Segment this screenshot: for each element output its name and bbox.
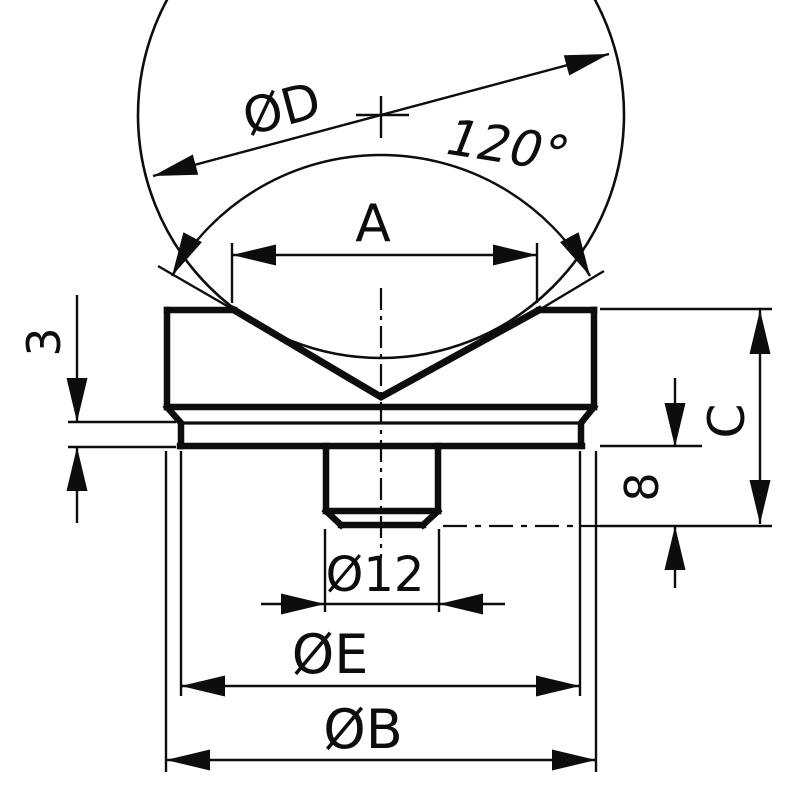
dim-stud-diameter: Ø12 bbox=[261, 529, 505, 615]
arrowhead bbox=[166, 749, 210, 771]
label-stud-length: 8 bbox=[615, 472, 669, 501]
arrowhead bbox=[66, 447, 88, 491]
chamfer-right bbox=[577, 402, 599, 450]
arrowhead bbox=[66, 378, 88, 422]
flank-extension-right bbox=[538, 269, 605, 312]
label-collar-height: 3 bbox=[17, 327, 71, 356]
arrowhead bbox=[552, 749, 596, 771]
chamfer-left bbox=[162, 402, 185, 450]
dim-overall-height: C bbox=[443, 307, 772, 528]
arrowhead bbox=[493, 244, 537, 266]
label-seat-angle: 120° bbox=[437, 108, 577, 183]
angle-arc bbox=[170, 153, 592, 277]
dimension-line bbox=[152, 52, 610, 178]
label-body-diameter: ØB bbox=[323, 698, 403, 761]
label-collar-diameter: ØE bbox=[292, 623, 369, 686]
v-groove bbox=[229, 305, 544, 402]
dim-stud-length: 8 bbox=[600, 378, 702, 588]
dim-seat-opening: A bbox=[230, 194, 539, 303]
arrowhead bbox=[439, 593, 483, 615]
dim-body-diameter: ØB bbox=[164, 451, 598, 772]
arrowhead bbox=[749, 480, 771, 524]
label-stud-diameter: Ø12 bbox=[326, 547, 425, 603]
arrowhead bbox=[150, 154, 199, 187]
center-lines bbox=[356, 96, 409, 558]
arrowhead bbox=[232, 244, 276, 266]
arrowhead bbox=[563, 43, 612, 76]
label-sphere-diameter: ØD bbox=[237, 71, 327, 147]
arrowhead bbox=[536, 675, 580, 697]
dim-collar-height: 3 bbox=[17, 295, 176, 523]
arrowhead bbox=[281, 593, 325, 615]
dim-collar-diameter: ØE bbox=[179, 451, 582, 697]
arrowhead bbox=[664, 403, 686, 447]
label-overall-height: C bbox=[698, 404, 756, 439]
part-outline bbox=[162, 305, 599, 530]
arrowhead bbox=[181, 675, 225, 697]
flank-extension-left bbox=[157, 264, 235, 312]
label-seat-opening: A bbox=[355, 194, 391, 254]
arrowhead bbox=[749, 310, 771, 354]
arrowhead bbox=[664, 526, 686, 570]
